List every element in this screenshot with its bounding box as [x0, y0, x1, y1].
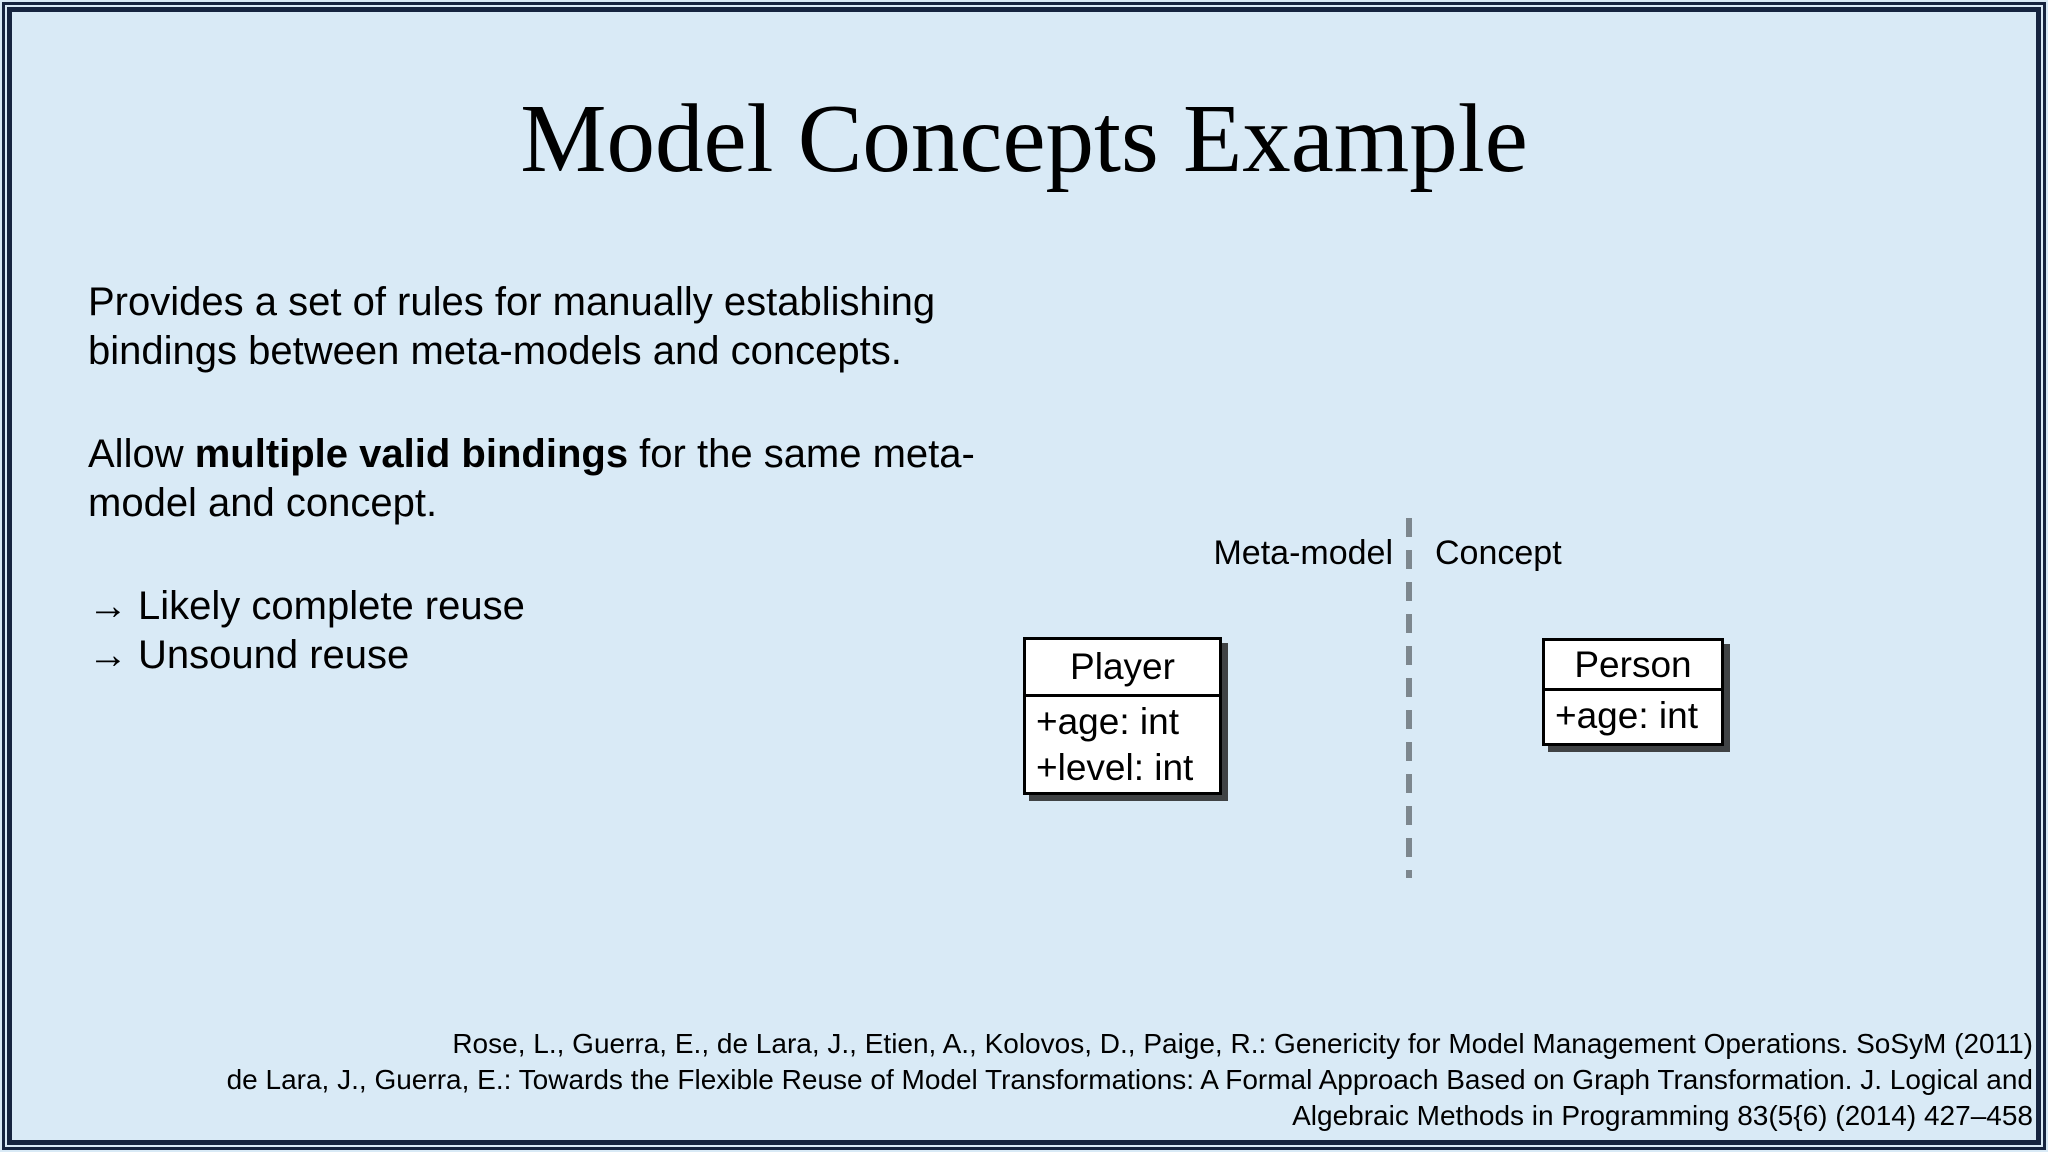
- bindings-line-1: Allow multiple valid bindings for the sa…: [88, 430, 1148, 479]
- bullet-label: Likely complete reuse: [138, 584, 525, 628]
- bold-emphasis: multiple valid bindings: [194, 432, 629, 476]
- page-title: Model Concepts Example: [520, 85, 1528, 192]
- class-name: Player: [1026, 640, 1219, 697]
- citation-line: Algebraic Methods in Programming 83(5{6)…: [1292, 1100, 2033, 1131]
- citation-line: Rose, L., Guerra, E., de Lara, J., Etien…: [452, 1028, 2033, 1059]
- bullet-item: →Unsound reuse: [88, 631, 1148, 680]
- citation: Rose, L., Guerra, E., de Lara, J., Etien…: [20, 1026, 2033, 1134]
- person-class-box: Person +age: int: [1542, 638, 1724, 746]
- player-class-box: Player +age: int +level: int: [1023, 637, 1222, 795]
- body-text-block: Provides a set of rules for manually est…: [88, 278, 1148, 680]
- meta-model-label: Meta-model: [1213, 534, 1393, 572]
- dashed-divider-line: [1406, 518, 1412, 878]
- bullet-label: Unsound reuse: [138, 633, 410, 677]
- citation-line: de Lara, J., Guerra, E.: Towards the Fle…: [226, 1064, 2033, 1095]
- class-attribute: +level: int: [1036, 747, 1194, 788]
- bindings-line-2: model and concept.: [88, 481, 438, 525]
- bindings-line-1-post: for the same meta-: [628, 432, 975, 476]
- bullet-list: →Likely complete reuse →Unsound reuse: [88, 582, 1148, 680]
- right-arrow-icon: →: [88, 584, 128, 628]
- class-attributes: +age: int +level: int: [1026, 697, 1219, 791]
- intro-paragraph: Provides a set of rules for manually est…: [88, 278, 1148, 376]
- bindings-paragraph: Allow multiple valid bindings for the sa…: [88, 430, 1148, 528]
- class-attribute: +age: int: [1036, 701, 1179, 742]
- right-arrow-icon: →: [88, 633, 128, 677]
- intro-line-1: Provides a set of rules for manually est…: [88, 280, 936, 324]
- class-attribute: +age: int: [1555, 695, 1698, 736]
- concept-label: Concept: [1435, 534, 1562, 572]
- bullet-item: →Likely complete reuse: [88, 582, 1148, 631]
- intro-line-2: bindings between meta-models and concept…: [88, 329, 902, 373]
- bindings-line-1-pre: Allow: [88, 432, 195, 476]
- class-name: Person: [1545, 641, 1721, 691]
- class-attributes: +age: int: [1545, 691, 1721, 739]
